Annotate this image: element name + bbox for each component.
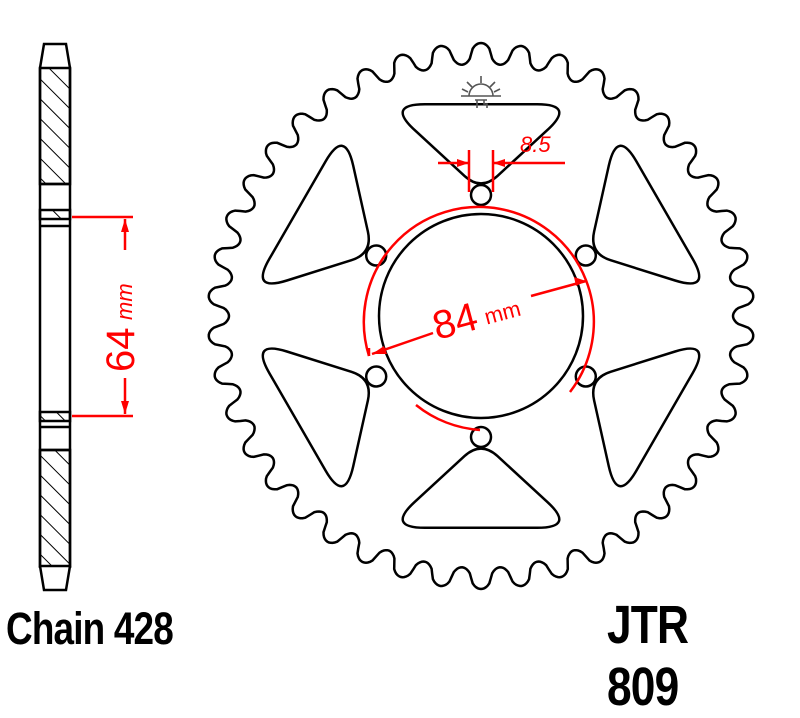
svg-text:mm: mm (482, 296, 524, 330)
hub-offset-label: 64 mm (99, 283, 143, 372)
bolt-hole (469, 183, 493, 207)
svg-text:64: 64 (99, 328, 143, 373)
svg-text:mm: mm (112, 283, 137, 320)
sunrise-logo-icon (461, 76, 501, 108)
sprocket-drawing: 64 mm 8.5 84 mm (38, 41, 755, 592)
bolt-hole (364, 365, 388, 388)
bolt-circle-dimension (362, 205, 596, 432)
bolt-hole (574, 244, 598, 267)
lightening-cutout (401, 102, 561, 185)
hub-offset-dimension (72, 215, 133, 418)
sprocket-front-view (207, 41, 755, 591)
center-bore (377, 212, 585, 420)
bolt-holes (364, 183, 598, 449)
lightening-cutout (401, 447, 561, 530)
sprocket-teeth-outline (207, 41, 755, 591)
part-number-label: JTR 809 (607, 595, 689, 717)
lightening-cutout (261, 144, 370, 285)
svg-text:84: 84 (428, 295, 482, 349)
lightening-cutout (592, 347, 701, 488)
lightening-cutout (592, 144, 701, 285)
side-profile (38, 42, 72, 592)
bolt-hole-label: 8.5 (520, 132, 551, 157)
bolt-hole (364, 244, 388, 267)
bolt-hole-dimension (438, 150, 565, 192)
lightening-cutout (261, 347, 370, 488)
chain-size-label: Chain 428 (6, 603, 174, 654)
bolt-hole (469, 425, 493, 449)
lightening-cutouts (261, 102, 701, 530)
bolt-circle-label: 84 mm (428, 295, 524, 349)
